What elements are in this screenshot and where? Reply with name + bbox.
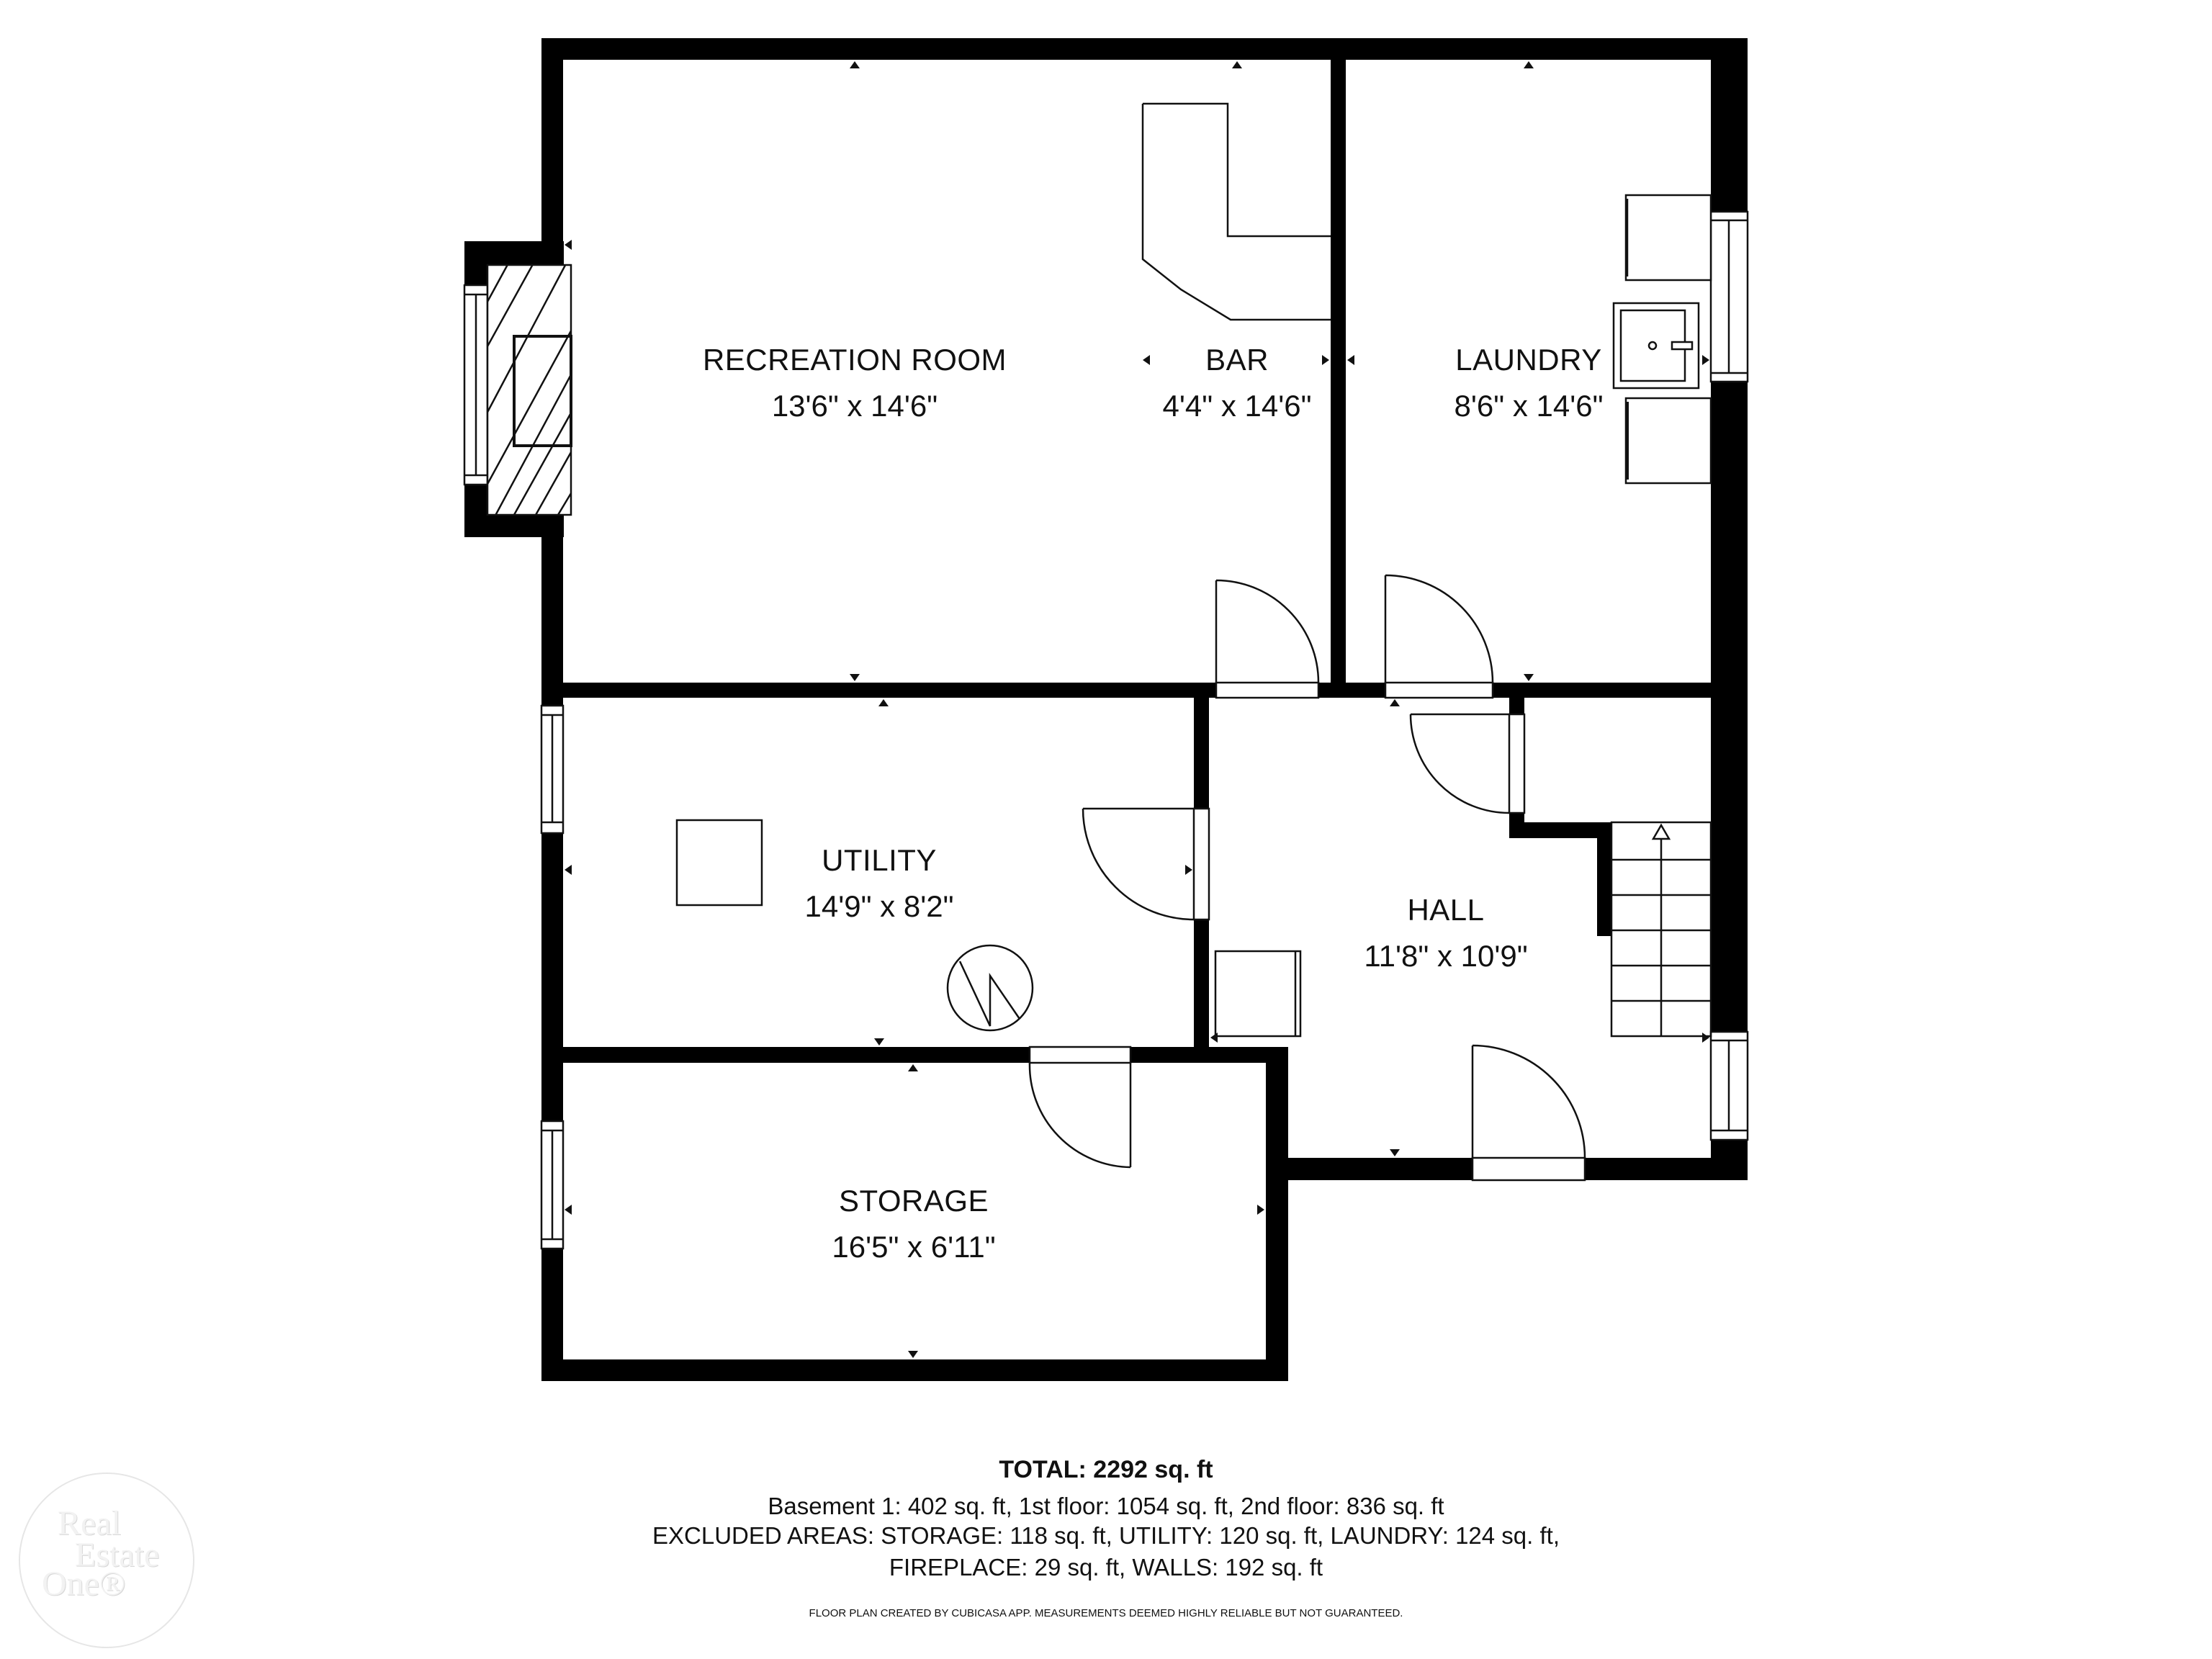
firebox [513, 335, 572, 447]
room-recreation-room: RECREATION ROOM 13'6" x 14'6" [703, 345, 1007, 421]
room-name: BAR [1205, 343, 1269, 377]
door-utility [1082, 807, 1210, 921]
room-storage: STORAGE 16'5" x 6'11" [832, 1186, 995, 1262]
door-hall-exterior [1471, 1044, 1586, 1182]
window-utility [540, 704, 565, 835]
fireplace [486, 264, 572, 516]
windows [463, 210, 1749, 1250]
wall-storage-right [1266, 1047, 1288, 1381]
room-dimensions: 11'8" x 10'9" [1364, 939, 1528, 973]
room-name: HALL [1407, 893, 1485, 927]
room-bar: BAR 4'4" x 14'6" [1163, 345, 1312, 421]
doors [1028, 574, 1586, 1182]
wall-stair-side [1597, 822, 1611, 936]
wall-top [541, 38, 1748, 60]
water-heater-icon [946, 944, 1034, 1032]
room-hall: HALL 11'8" x 10'9" [1364, 895, 1527, 971]
stairs [1610, 821, 1712, 1038]
door-closet [1409, 713, 1526, 814]
excluded-areas-line-1: EXCLUDED AREAS: STORAGE: 118 sq. ft, UTI… [652, 1522, 1560, 1549]
room-name: LAUNDRY [1455, 343, 1602, 377]
fireplace-hatching [487, 265, 571, 515]
room-dimensions: 14'9" x 8'2" [804, 889, 954, 923]
watermark-logo-circle [19, 1473, 194, 1648]
watermark-text-real: Real [58, 1504, 121, 1542]
laundry-fixtures [1612, 194, 1712, 485]
room-name: UTILITY [822, 843, 937, 877]
stairs-up-arrow-icon [1651, 823, 1671, 840]
window-laundry [1709, 210, 1749, 383]
window-storage [540, 1120, 565, 1250]
wall-utility-bottom [563, 1047, 1288, 1063]
hall-cabinet [1214, 950, 1302, 1038]
wall-closet-horizontal [1509, 822, 1611, 838]
room-dimensions: 13'6" x 14'6" [771, 389, 938, 423]
window-hall [1709, 1030, 1749, 1141]
watermark-text-one: One® [42, 1565, 126, 1603]
wall-left-rec-lower [541, 536, 563, 698]
door-recreation-room [1215, 579, 1320, 699]
utility-fixtures [675, 819, 1034, 1032]
sink-faucet-icon [1671, 341, 1694, 351]
watermark-text-estate: Estate [75, 1536, 160, 1574]
hall-fixtures [1214, 950, 1302, 1038]
wall-middle-horizontal [563, 683, 1711, 698]
room-name: STORAGE [838, 1184, 989, 1218]
room-dimensions: 16'5" x 6'11" [832, 1230, 996, 1264]
washer [1624, 194, 1712, 282]
excluded-areas-line-2: FIREPLACE: 29 sq. ft, WALLS: 192 sq. ft [889, 1554, 1323, 1581]
window-fireplace [463, 284, 489, 486]
room-utility: UTILITY 14'9" x 8'2" [805, 845, 954, 922]
dryer [1624, 397, 1712, 485]
floor-areas: Basement 1: 402 sq. ft, 1st floor: 1054 … [768, 1493, 1444, 1519]
disclaimer: FLOOR PLAN CREATED BY CUBICASA APP. MEAS… [809, 1607, 1403, 1619]
wall-rec-laundry-divider [1331, 60, 1346, 698]
door-storage [1028, 1046, 1132, 1169]
sink-drain-icon [1647, 341, 1658, 351]
furnace-box [675, 819, 763, 907]
room-name: RECREATION ROOM [702, 343, 1007, 377]
wall-storage-bottom [541, 1359, 1288, 1381]
door-laundry [1384, 574, 1494, 699]
wall-right [1711, 38, 1748, 1180]
dimension-markers [565, 61, 1709, 1358]
total-area: TOTAL: 2292 sq. ft [999, 1456, 1213, 1483]
wall-left-rec-upper [541, 38, 563, 242]
bar-counter [1141, 102, 1331, 321]
room-dimensions: 8'6" x 14'6" [1454, 389, 1604, 423]
room-dimensions: 4'4" x 14'6" [1162, 389, 1312, 423]
room-laundry: LAUNDRY 8'6" x 14'6" [1455, 345, 1604, 421]
